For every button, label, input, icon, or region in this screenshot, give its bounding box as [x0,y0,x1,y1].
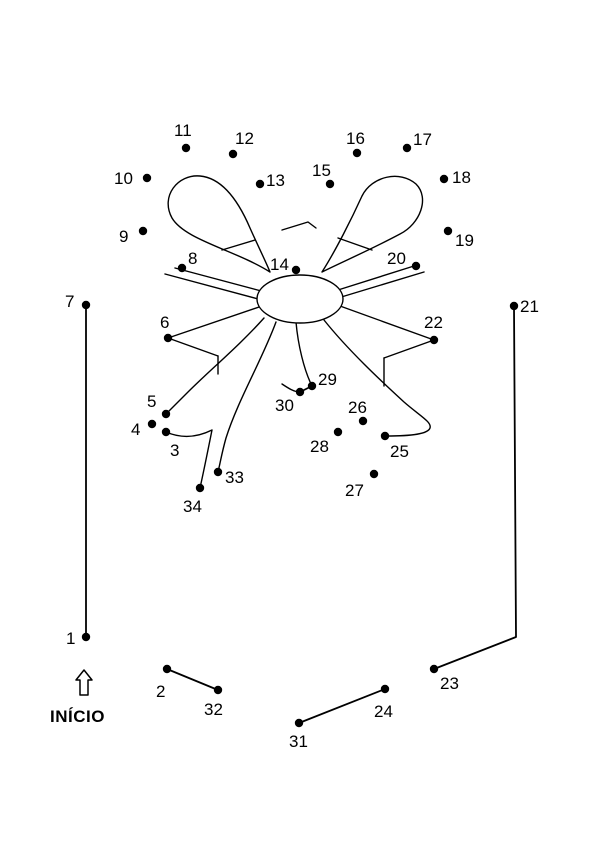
dot-label: 14 [270,255,289,274]
dot-31[interactable]: 31 [289,718,308,751]
dot-label: 7 [65,292,74,311]
dot-label: 27 [345,481,364,500]
dot-29[interactable]: 29 [307,370,337,391]
dot-label: 20 [387,249,406,268]
dot-label: 26 [348,398,367,417]
dot-6[interactable]: 6 [160,313,173,343]
dot-label: 31 [289,732,308,751]
dot-label: 23 [440,674,459,693]
dot-19[interactable]: 19 [443,226,474,250]
ribbon-right-upper-2 [337,265,415,291]
dot-4[interactable]: 4 [131,419,157,439]
bow-left-inner-tail [217,321,277,473]
line-31-to-24 [298,688,386,724]
dot-label: 4 [131,420,140,439]
dot-5[interactable]: 5 [147,392,171,419]
ribbon-left-upper-2 [174,267,266,293]
dot-label: 3 [170,441,179,460]
dot-label: 11 [174,121,192,140]
dot-label: 24 [374,702,393,721]
dot-label: 8 [188,249,197,268]
dot-label: 29 [318,370,337,389]
bow-left-tail-end [165,429,213,489]
dot-34[interactable]: 34 [183,483,205,516]
arrow-up-outline-icon [75,669,93,696]
dot-label: 13 [266,171,285,190]
dot-21[interactable]: 21 [509,297,539,316]
dot-label: 16 [346,129,365,148]
dot-label: 19 [455,231,474,250]
ribbon-left-lower [167,305,263,339]
bow-center-tail [295,321,313,387]
line-21-to-23 [433,305,517,670]
dot-label: 30 [275,396,294,415]
dot-7[interactable]: 7 [65,292,91,311]
bow-left-loop-inner [221,239,256,251]
bow-right-tail [323,319,431,437]
dot-28[interactable]: 28 [310,427,343,456]
dot-label: 22 [424,313,443,332]
dot-27[interactable]: 27 [345,469,379,500]
dot-label: 28 [310,437,329,456]
dot-22[interactable]: 22 [424,313,443,345]
bow-right-loop [321,175,424,273]
dot-3[interactable]: 3 [161,427,180,460]
dot-24[interactable]: 24 [374,684,393,721]
dot-30[interactable]: 30 [275,387,305,415]
dot-33[interactable]: 33 [213,467,244,487]
ribbon-right-lower [339,305,435,341]
dot-9[interactable]: 9 [119,226,148,246]
ribbon-right-upper [337,271,425,299]
guide-lines [85,304,517,724]
dot-13[interactable]: 13 [255,171,285,190]
line-2-to-32 [166,668,219,691]
bow-artwork [164,175,435,489]
bow-left-tail [165,317,265,415]
dot-label: 12 [235,129,254,148]
dot-label: 2 [156,682,165,701]
dot-label: 5 [147,392,156,411]
dot-2[interactable]: 2 [156,664,172,701]
dot-1[interactable]: 1 [66,629,91,648]
dot-10[interactable]: 10 [114,169,152,188]
dot-label: 1 [66,629,75,648]
dot-label: 17 [413,130,432,149]
dot-14[interactable]: 14 [270,255,301,275]
dot-label: 32 [204,700,223,719]
dot-25[interactable]: 25 [380,431,409,461]
dot-23[interactable]: 23 [429,664,459,693]
bow-right-loop-inner [337,237,373,251]
dot-11[interactable]: 11 [174,121,192,153]
dot-label: 21 [520,297,539,316]
start-marker: INÍCIO [50,669,105,726]
ribbon-left-upper [164,273,263,301]
dot-32[interactable]: 32 [204,685,223,719]
bow-left-loop [167,175,271,273]
dot-16[interactable]: 16 [346,129,365,158]
dot-label: 15 [312,161,331,180]
bow-knot [256,274,344,324]
ribbon-right-fold [383,339,435,359]
dot-label: 9 [119,227,128,246]
dot-12[interactable]: 12 [228,129,254,159]
dot-label: 10 [114,169,133,188]
dot-label: 18 [452,168,471,187]
dot-26[interactable]: 26 [348,398,368,426]
dot-18[interactable]: 18 [439,168,471,187]
dot-20[interactable]: 20 [387,249,421,271]
dot-17[interactable]: 17 [402,130,432,153]
dot-label: 34 [183,497,202,516]
ribbon-left-fold [167,337,219,357]
start-label: INÍCIO [50,707,105,726]
dot-label: 33 [225,468,244,487]
dot-label: 6 [160,313,169,332]
dot-15[interactable]: 15 [312,161,335,189]
dot-label: 25 [390,442,409,461]
dot-8[interactable]: 8 [177,249,198,273]
bow-crease [281,221,317,231]
